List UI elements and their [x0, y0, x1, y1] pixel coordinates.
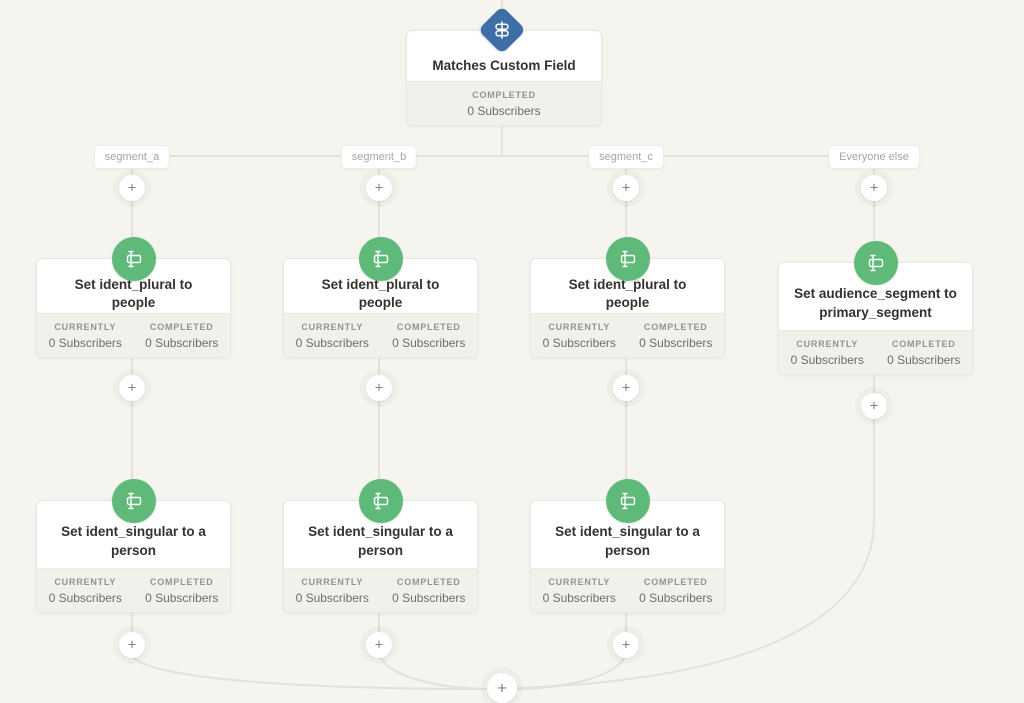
add-step-button[interactable]: +: [613, 632, 639, 658]
currently-value: 0 Subscribers: [542, 590, 616, 605]
custom-field-icon: [605, 237, 650, 281]
branch-chip-segment-b[interactable]: segment_b: [340, 145, 418, 169]
action-title: Set ident_plural to people: [74, 276, 193, 310]
plus-icon: +: [127, 636, 137, 653]
add-step-button[interactable]: +: [119, 632, 145, 658]
currently-label: CURRENTLY: [301, 576, 364, 587]
currently-label: CURRENTLY: [796, 338, 859, 349]
currently-value: 0 Subscribers: [48, 590, 122, 605]
currently-value: 0 Subscribers: [542, 335, 616, 350]
plus-icon: +: [374, 636, 384, 653]
filter-icon: [485, 13, 519, 47]
plus-icon: +: [374, 179, 384, 196]
trigger-title: Matches Custom Field: [432, 57, 576, 73]
trigger-status-label: COMPLETED: [472, 89, 536, 100]
action-title: Set ident_plural to people: [568, 276, 687, 310]
add-step-button[interactable]: +: [366, 375, 392, 401]
currently-label: CURRENTLY: [54, 321, 117, 332]
add-step-button-merge[interactable]: +: [487, 673, 517, 703]
completed-label: COMPLETED: [396, 321, 461, 332]
branch-chip-everyone-else[interactable]: Everyone else: [828, 145, 920, 169]
completed-value: 0 Subscribers: [145, 335, 219, 350]
action-card[interactable]: Set ident_singular to a person CURRENTLY…: [36, 479, 231, 613]
trigger-footer: COMPLETED 0 Subscribers: [407, 81, 601, 125]
custom-field-icon: [853, 241, 898, 285]
add-step-button[interactable]: +: [119, 375, 145, 401]
completed-value: 0 Subscribers: [887, 352, 961, 367]
custom-field-icon: [111, 479, 156, 523]
custom-field-icon: [111, 237, 156, 281]
branch-chip-segment-c[interactable]: segment_c: [588, 145, 664, 169]
plus-icon: +: [621, 379, 631, 396]
action-card[interactable]: Set ident_plural to people CURRENTLY 0 Su…: [283, 237, 478, 358]
custom-field-icon: [358, 237, 403, 281]
completed-value: 0 Subscribers: [145, 590, 219, 605]
plus-icon: +: [869, 397, 879, 414]
currently-value: 0 Subscribers: [295, 335, 369, 350]
trigger-node-icon-badge[interactable]: [477, 5, 527, 55]
currently-label: CURRENTLY: [548, 576, 611, 587]
plus-icon: +: [621, 636, 631, 653]
add-step-button[interactable]: +: [119, 175, 145, 201]
plus-icon: +: [497, 678, 507, 697]
plus-icon: +: [869, 179, 879, 196]
action-card[interactable]: Set ident_singular to a person CURRENTLY…: [283, 479, 478, 613]
action-title: Set ident_singular to a person: [308, 524, 453, 558]
action-card[interactable]: Set ident_plural to people CURRENTLY 0 Su…: [36, 237, 231, 358]
add-step-button[interactable]: +: [861, 175, 887, 201]
action-card[interactable]: Set ident_plural to people CURRENTLY 0 Su…: [530, 237, 725, 358]
trigger-status-value: 0 Subscribers: [467, 103, 541, 118]
completed-label: COMPLETED: [643, 321, 708, 332]
add-step-button[interactable]: +: [366, 175, 392, 201]
currently-value: 0 Subscribers: [48, 335, 122, 350]
add-step-button[interactable]: +: [613, 375, 639, 401]
action-title: Set ident_singular to a person: [61, 524, 206, 558]
add-step-button[interactable]: +: [366, 632, 392, 658]
custom-field-icon: [358, 479, 403, 523]
currently-label: CURRENTLY: [54, 576, 117, 587]
completed-value: 0 Subscribers: [639, 335, 713, 350]
branch-chip-segment-a[interactable]: segment_a: [93, 145, 171, 169]
completed-label: COMPLETED: [891, 338, 956, 349]
action-title: Set ident_singular to a person: [555, 524, 700, 558]
currently-label: CURRENTLY: [301, 321, 364, 332]
action-title: Set audience_segment to primary_segment: [794, 286, 957, 320]
action-card[interactable]: Set audience_segment to primary_segment …: [778, 241, 973, 375]
plus-icon: +: [374, 379, 384, 396]
add-step-button[interactable]: +: [613, 175, 639, 201]
custom-field-icon: [605, 479, 650, 523]
plus-icon: +: [127, 179, 137, 196]
currently-value: 0 Subscribers: [790, 352, 864, 367]
completed-label: COMPLETED: [149, 576, 214, 587]
completed-value: 0 Subscribers: [639, 590, 713, 605]
action-card[interactable]: Set ident_singular to a person CURRENTLY…: [530, 479, 725, 613]
action-title: Set ident_plural to people: [321, 276, 440, 310]
plus-icon: +: [621, 179, 631, 196]
plus-icon: +: [127, 379, 137, 396]
completed-value: 0 Subscribers: [392, 335, 466, 350]
currently-value: 0 Subscribers: [295, 590, 369, 605]
add-step-button[interactable]: +: [861, 393, 887, 419]
completed-label: COMPLETED: [643, 576, 708, 587]
currently-label: CURRENTLY: [548, 321, 611, 332]
completed-value: 0 Subscribers: [392, 590, 466, 605]
completed-label: COMPLETED: [396, 576, 461, 587]
completed-label: COMPLETED: [149, 321, 214, 332]
